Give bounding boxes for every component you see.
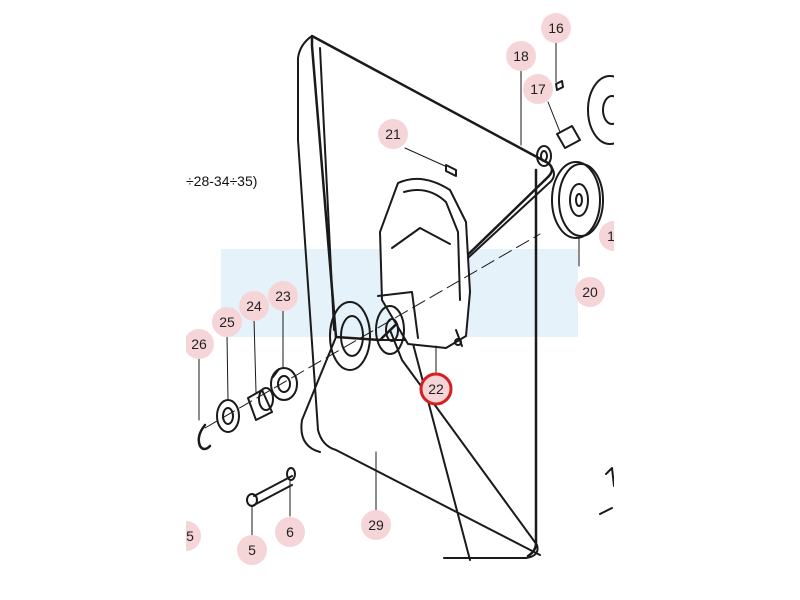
- washer: [286, 467, 296, 481]
- callout-26: 26: [184, 329, 214, 359]
- svg-text:21: 21: [385, 126, 401, 142]
- callout-25: 25: [212, 307, 242, 337]
- callout-6: 6: [275, 517, 305, 547]
- callout-29: 29: [361, 510, 391, 540]
- svg-text:5: 5: [186, 528, 194, 544]
- pin: [445, 164, 457, 177]
- svg-text:29: 29: [368, 517, 384, 533]
- right-page-margin: [614, 0, 800, 600]
- svg-text:25: 25: [219, 314, 235, 330]
- svg-text:26: 26: [191, 336, 207, 352]
- left-page-margin: [0, 0, 186, 600]
- pinion: [556, 125, 581, 149]
- bearing-small: [216, 399, 240, 433]
- gear-large: [551, 161, 604, 239]
- edge-fragments: [599, 227, 615, 515]
- bearing: [270, 367, 298, 401]
- circlip: [197, 423, 212, 451]
- callout-16: 16: [541, 13, 571, 43]
- svg-text:16: 16: [548, 20, 564, 36]
- callout-23: 23: [268, 281, 298, 311]
- svg-text:20: 20: [582, 284, 598, 300]
- callout-20: 20: [575, 277, 605, 307]
- key: [555, 80, 564, 91]
- reference-note: ÷28-34÷35): [186, 173, 258, 189]
- bearing-upper: [536, 145, 552, 167]
- callouts: 16 18 17 21 20 23 24 25 26 22 29 6 5 5 1: [171, 13, 629, 565]
- callout-5: 5: [237, 535, 267, 565]
- svg-text:24: 24: [246, 298, 262, 314]
- callout-17: 17: [523, 74, 553, 104]
- svg-text:1: 1: [607, 228, 615, 244]
- callout-24: 24: [239, 291, 269, 321]
- callout-18: 18: [506, 41, 536, 71]
- bolt: [246, 475, 293, 507]
- svg-text:6: 6: [286, 524, 294, 540]
- callout-21: 21: [378, 119, 408, 149]
- svg-text:22: 22: [428, 381, 444, 397]
- leader-lines: [198, 41, 580, 536]
- spacer-sleeve: [247, 387, 274, 421]
- svg-text:18: 18: [513, 48, 529, 64]
- housing-assembly: [375, 177, 471, 355]
- svg-text:5: 5: [248, 542, 256, 558]
- svg-text:17: 17: [530, 81, 546, 97]
- callout-22-highlighted: 22: [419, 372, 453, 406]
- svg-text:23: 23: [275, 288, 291, 304]
